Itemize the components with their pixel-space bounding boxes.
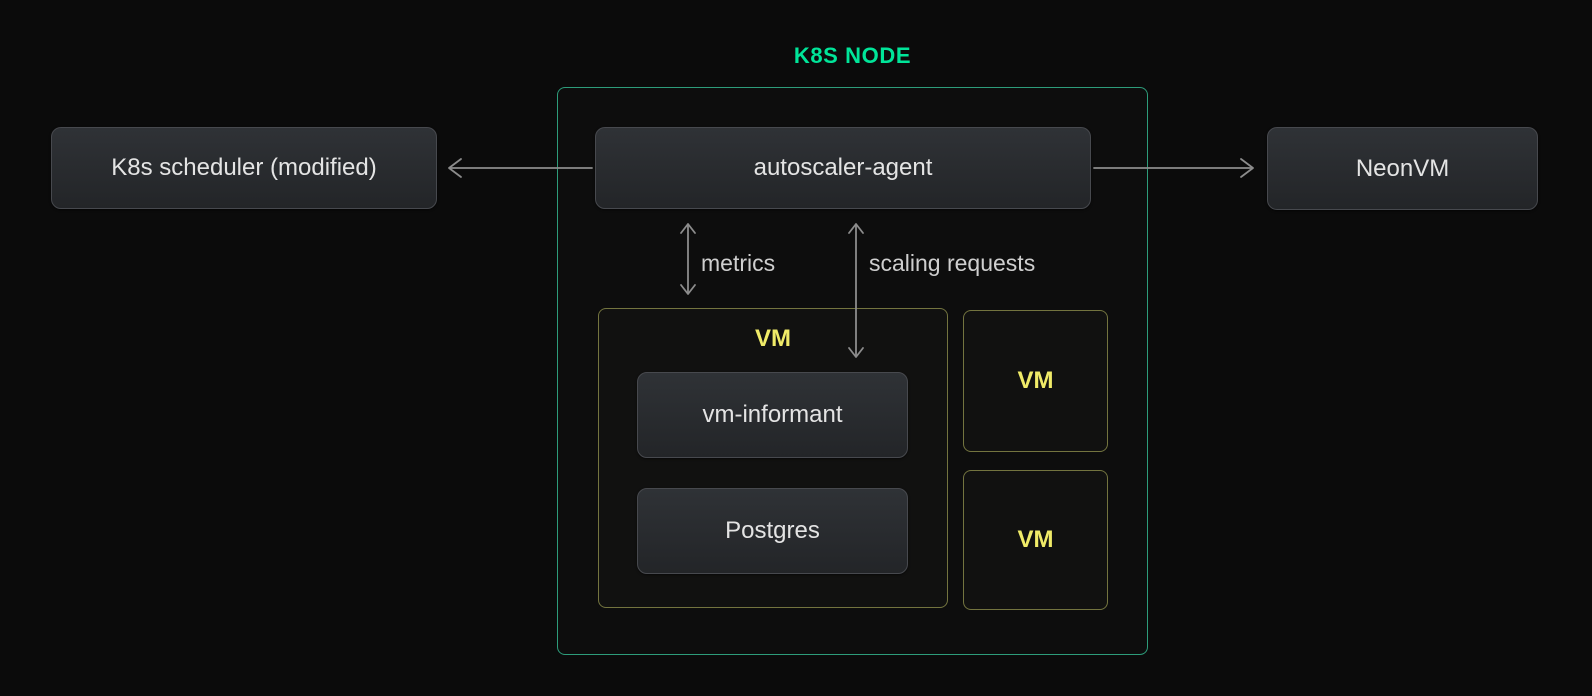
node-postgres: Postgres bbox=[637, 488, 908, 574]
vm-group-outline: VM bbox=[598, 308, 948, 608]
edge-label-metrics: metrics bbox=[701, 250, 776, 276]
vm-node-bottom: VM bbox=[963, 470, 1108, 610]
vm-node-top: VM bbox=[963, 310, 1108, 452]
node-k8s-scheduler: K8s scheduler (modified) bbox=[51, 127, 437, 209]
node-neonvm: NeonVM bbox=[1267, 127, 1538, 210]
k8s-node-group-title: K8S NODE bbox=[793, 43, 912, 68]
k8s-node-group-outline bbox=[557, 87, 1148, 655]
edge-label-scaling-requests: scaling requests bbox=[869, 250, 1036, 276]
node-autoscaler-agent: autoscaler-agent bbox=[595, 127, 1091, 209]
vm-group-label: VM bbox=[755, 325, 791, 352]
node-vm-informant: vm-informant bbox=[637, 372, 908, 458]
